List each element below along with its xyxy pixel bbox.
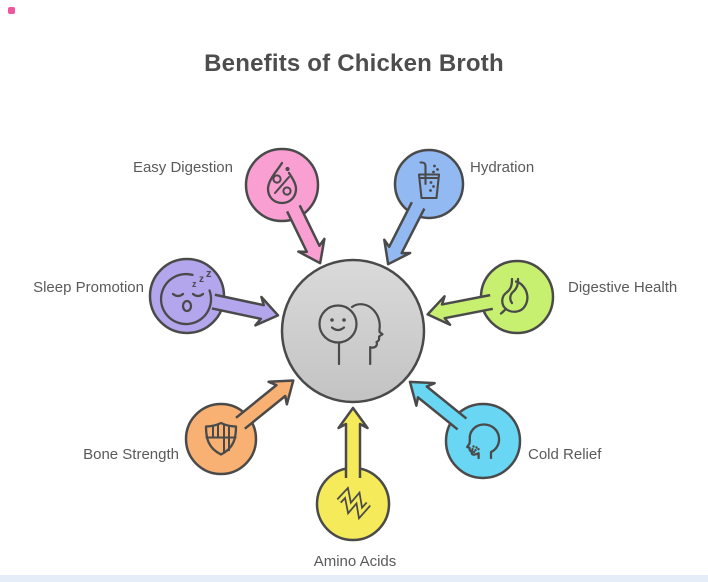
corner-mark xyxy=(8,7,15,14)
hydration-arrow xyxy=(383,201,426,266)
label-digestive-health: Digestive Health xyxy=(568,279,678,296)
head-with-smiley-icon xyxy=(318,303,384,366)
droplet-percent-icon xyxy=(266,161,298,205)
label-amino-acids: Amino Acids xyxy=(313,553,397,570)
label-hydration: Hydration xyxy=(470,159,535,176)
node-hydration xyxy=(383,148,465,266)
hydration-circle xyxy=(393,148,465,220)
node-easy-digestion xyxy=(244,147,326,265)
node-cold-relief xyxy=(408,380,522,480)
node-amino-acids xyxy=(315,406,391,542)
footer-strip xyxy=(0,575,708,582)
bone-strength-arrow xyxy=(235,379,295,430)
node-digestive-health xyxy=(426,259,555,335)
amino-acids-arrow xyxy=(337,406,369,478)
sleeping-face-icon: z z z xyxy=(159,268,213,326)
cold-relief-circle xyxy=(444,402,522,480)
z-glyph: z xyxy=(192,279,197,289)
label-easy-digestion: Easy Digestion xyxy=(132,159,233,176)
digestive-health-circle xyxy=(479,259,555,335)
drink-glass-icon xyxy=(417,161,441,200)
z-glyph: z xyxy=(199,274,204,285)
label-cold-relief: Cold Relief xyxy=(528,446,602,463)
page-title: Benefits of Chicken Broth xyxy=(204,50,504,77)
center-node xyxy=(280,258,426,404)
node-bone-strength xyxy=(184,379,295,476)
easy-digestion-arrow xyxy=(285,204,326,265)
z-glyph: z xyxy=(206,268,212,280)
sneezing-head-icon xyxy=(466,423,501,460)
amino-chain-icon xyxy=(336,486,371,521)
label-bone-strength: Bone Strength xyxy=(83,446,179,463)
stomach-icon xyxy=(499,277,529,315)
label-sleep-promotion: Sleep Promotion xyxy=(33,279,144,296)
bone-strength-circle xyxy=(184,402,258,476)
digestive-health-arrow xyxy=(426,293,494,327)
center-circle xyxy=(280,258,426,404)
shield-icon xyxy=(204,421,238,456)
cold-relief-arrow xyxy=(408,380,468,431)
sleep-promotion-arrow xyxy=(211,293,280,327)
node-sleep-promotion: z z z xyxy=(148,257,280,335)
